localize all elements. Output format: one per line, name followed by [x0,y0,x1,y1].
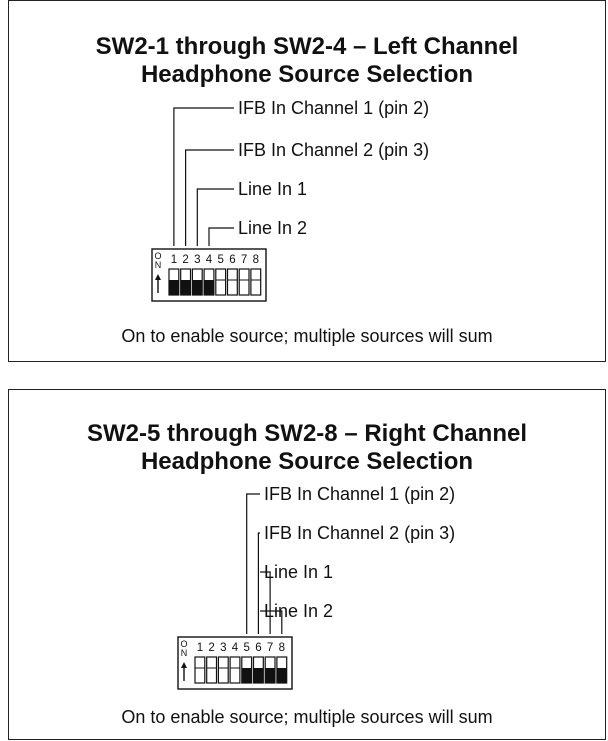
switch-slot [238,268,250,296]
switch-number: 1 [197,642,203,654]
panel-title: SW2-5 through SW2-8 – Right Channel Head… [9,420,605,476]
title-line-2: Headphone Source Selection [140,61,474,88]
switch-number: 2 [182,254,188,266]
switch-slot [215,268,227,296]
left-channel-panel: SW2-1 through SW2-4 – Left Channel Headp… [8,0,606,362]
right-channel-panel: SW2-5 through SW2-8 – Right Channel Head… [8,389,606,740]
on-label-char: O [180,639,187,649]
panel-footer: On to enable source; multiple sources wi… [121,326,493,346]
switch-actuator-on [265,668,275,683]
on-arrow-head [181,662,187,668]
title-line-1: SW2-5 through SW2-8 – Right Channel [86,420,527,447]
source-leader-line [257,532,260,634]
source-leader-line [260,610,283,634]
source-label: IFB In Channel 2 (pin 3) [264,523,455,543]
switch-slot [229,656,241,684]
switch-slot [226,268,238,296]
switch-actuator-on [169,280,179,295]
switch-actuator-on [253,668,264,683]
switch-slot [217,656,229,684]
switch-number: 1 [171,254,177,266]
switch-housing [151,248,267,302]
on-label-char: N [181,648,188,658]
switch-actuator-on [204,280,214,295]
switch-number: 3 [194,254,200,266]
source-leader-line [246,493,260,634]
panel-footer: On to enable source; multiple sources wi… [121,707,493,727]
switch-number: 6 [255,642,261,654]
switch-number: 4 [232,642,239,654]
source-leader-line [196,188,234,246]
source-leader-line [208,227,234,246]
source-label: IFB In Channel 1 (pin 2) [264,484,455,504]
panel-title: SW2-1 through SW2-4 – Left Channel Headp… [9,33,605,89]
switch-slot [194,656,206,684]
switch-number: 2 [208,642,214,654]
switch-actuator-on [192,280,203,295]
title-line-1: SW2-1 through SW2-4 – Left Channel [95,33,519,60]
switch-slot [250,268,262,296]
source-leader-line [185,149,234,246]
switch-actuator-on [276,668,287,683]
switch-number: 8 [279,642,285,654]
on-label-char: O [154,251,161,261]
source-label: Line In 1 [238,179,307,199]
switch-number: 7 [241,254,247,266]
source-leader-line [173,107,234,246]
source-label: IFB In Channel 2 (pin 3) [238,140,429,160]
source-label: IFB In Channel 1 (pin 2) [238,98,429,118]
switch-number: 7 [267,642,273,654]
source-leader-line [260,571,271,634]
source-label: Line In 2 [264,601,333,621]
on-arrow-head [155,274,161,280]
switch-housing [177,636,293,690]
switch-number: 8 [253,254,259,266]
source-label: Line In 1 [264,562,333,582]
source-label: Line In 2 [238,218,307,238]
switch-actuator-on [241,668,252,683]
switch-number: 5 [243,642,249,654]
switch-number: 6 [229,254,235,266]
switch-number: 4 [206,254,213,266]
title-line-2: Headphone Source Selection [140,448,474,475]
switch-number: 5 [217,254,223,266]
switch-number: 3 [220,642,226,654]
on-label-char: N [155,260,162,270]
switch-actuator-on [180,280,191,295]
switch-slot [206,656,218,684]
